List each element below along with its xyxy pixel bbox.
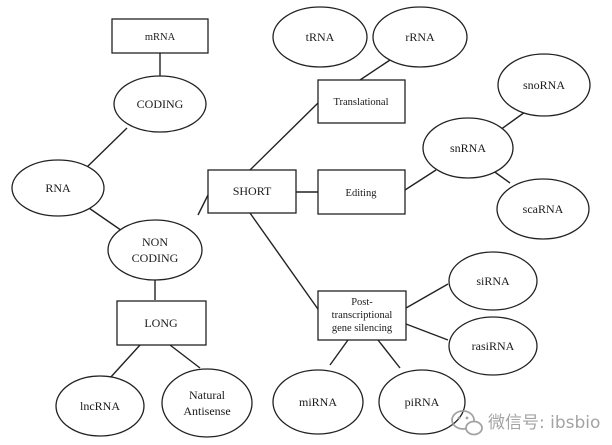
node-post-transcriptional-gene-silencing: Post- transcriptional gene silencing xyxy=(317,290,407,341)
edge-editing-snrna xyxy=(404,169,437,191)
node-snorna: snoRNA xyxy=(497,53,591,117)
node-natural-antisense: Natural Antisense xyxy=(161,368,253,438)
edge-long-antisense xyxy=(169,344,201,369)
node-sirna-label: siRNA xyxy=(476,274,510,288)
node-sirna: siRNA xyxy=(448,251,538,311)
node-short-label: SHORT xyxy=(233,184,272,198)
node-scarna: scaRNA xyxy=(496,178,590,240)
node-rasirna-label: rasiRNA xyxy=(472,339,515,353)
node-natural-antisense-line2: Antisense xyxy=(183,404,230,418)
node-ptgs-line1: Post- xyxy=(351,297,373,308)
watermark-text: 微信号: ibsbio xyxy=(488,413,600,433)
node-rna-label: RNA xyxy=(45,181,71,195)
node-natural-antisense-line1: Natural xyxy=(189,388,226,402)
node-editing-label: Editing xyxy=(346,188,378,199)
node-trna-label: tRNA xyxy=(306,30,335,44)
node-mrna: mRNA xyxy=(111,18,209,54)
node-coding: CODING xyxy=(113,75,207,133)
node-non-coding-line2: CODING xyxy=(132,251,179,265)
edge-long-lncrna xyxy=(109,344,141,379)
edge-ptgs-rasirna xyxy=(405,323,449,341)
node-mirna: miRNA xyxy=(272,369,364,435)
edge-coding-rna xyxy=(85,127,128,169)
edge-ptgs-pirna xyxy=(377,339,401,369)
node-coding-label: CODING xyxy=(137,97,184,111)
node-translational-label: Translational xyxy=(333,97,388,108)
node-long: LONG xyxy=(116,300,207,346)
edge-ptgs-sirna xyxy=(405,283,449,309)
node-snorna-label: snoRNA xyxy=(523,78,565,92)
node-ptgs-line2: transcriptional xyxy=(332,310,393,321)
node-pirna: piRNA xyxy=(378,369,466,435)
node-mrna-label: mRNA xyxy=(145,32,176,43)
edge-snrna-snorna xyxy=(499,111,526,131)
wechat-icon xyxy=(451,410,483,436)
node-long-label: LONG xyxy=(144,316,178,330)
node-short: SHORT xyxy=(207,169,297,214)
node-scarna-label: scaRNA xyxy=(523,202,564,216)
edge-short-translational xyxy=(249,102,319,171)
node-snrna-label: snRNA xyxy=(450,141,486,155)
edge-ptgs-mirna xyxy=(329,339,349,366)
node-lncrna: lncRNA xyxy=(55,375,145,437)
node-editing: Editing xyxy=(317,169,406,215)
node-pirna-label: piRNA xyxy=(405,395,440,409)
node-snrna: snRNA xyxy=(422,117,514,179)
node-rrna-label: rRNA xyxy=(405,30,435,44)
node-non-coding-line1: NON xyxy=(142,235,168,249)
node-translational: Translational xyxy=(317,79,406,124)
node-rasirna: rasiRNA xyxy=(448,316,538,376)
node-lncrna-label: lncRNA xyxy=(80,399,120,413)
connector-lines xyxy=(85,53,526,379)
edge-short-ptgs xyxy=(249,212,321,313)
node-trna: tRNA xyxy=(272,6,368,68)
node-mirna-label: miRNA xyxy=(299,395,337,409)
node-non-coding: NON CODING xyxy=(107,219,203,281)
node-rna: RNA xyxy=(11,159,105,217)
node-rrna: rRNA xyxy=(372,6,468,68)
edge-noncoding-short xyxy=(197,194,209,216)
watermark: 微信号: ibsbio xyxy=(451,410,600,436)
node-ptgs-line3: gene silencing xyxy=(332,323,393,334)
